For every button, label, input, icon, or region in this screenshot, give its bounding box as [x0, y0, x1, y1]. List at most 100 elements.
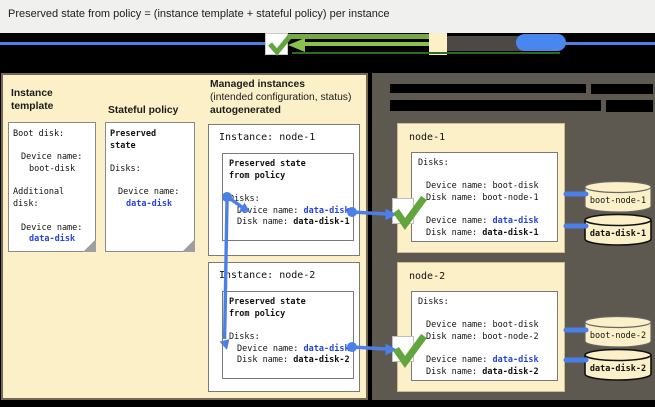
device-value: data-disk: [492, 216, 539, 227]
disk-name-line: Disk name: data-disk-1: [229, 217, 353, 229]
box-gap: [418, 309, 557, 321]
box-line: Disks:: [229, 194, 260, 205]
legend-green-arrow-icon: [288, 38, 305, 52]
doc-line: disk:: [13, 199, 39, 210]
disk-cylinder-boot-node-1: boot-node-1: [584, 180, 652, 213]
box-gap: [229, 182, 353, 194]
disk-cylinder-data-disk-1: data-disk-1: [584, 213, 652, 246]
disk-value: data-disk-1: [293, 217, 350, 228]
device-name-line: Device name: data-disk: [418, 355, 557, 367]
instance-template-doc: Boot disk: Device name: boot-disk Additi…: [8, 122, 96, 252]
header-strip: Preserved state from policy = (instance …: [0, 0, 655, 33]
device-prefix: Device name:: [426, 181, 493, 192]
doc-line: Additional: [13, 187, 65, 198]
disk-cylinder-data-disk-2: data-disk-2: [584, 348, 652, 381]
device-value: data-disk: [492, 355, 539, 366]
managed-instances-label: Managed instances: [210, 79, 305, 90]
doc-gap: [13, 176, 91, 188]
disk-value: boot-node-1: [482, 193, 539, 204]
check-icon: [268, 33, 293, 56]
legend-gray-bar: [447, 36, 523, 51]
disk-prefix: Disk name:: [426, 228, 483, 239]
managed-instances-sublabel: (intended configuration, status): [210, 92, 352, 103]
box-line: Disks:: [418, 158, 449, 168]
disk-prefix: Disk name:: [237, 355, 294, 366]
device-value: boot-disk: [492, 320, 539, 331]
page-title: Preserved state from policy = (instance …: [8, 8, 390, 20]
disk-cylinder-boot-node-2: boot-node-2: [584, 315, 652, 348]
legend-blue-line-right: [553, 42, 655, 45]
disk-value: boot-node-2: [482, 332, 539, 343]
legend-blue-pill: [516, 34, 566, 51]
status-checkbox-node-2: [392, 336, 414, 362]
bottom-strip: [0, 400, 655, 407]
managed-instance-box-node-1: Instance: node-1 Preserved state from po…: [208, 124, 360, 256]
box-line: Preserved state: [229, 159, 306, 169]
vm-disks-box: Disks: Device name: boot-disk Disk name:…: [411, 291, 558, 381]
legend-blue-line-left: [0, 42, 266, 45]
doc-line: state: [110, 140, 136, 151]
box-line: Disks:: [229, 332, 260, 343]
doc-gap: [110, 152, 190, 164]
redacted-heading-bar: [606, 100, 653, 112]
device-name-line: Device name: data-disk: [418, 216, 557, 228]
cylinder-label: boot-node-1: [590, 196, 646, 206]
device-value: data-disk: [303, 343, 350, 354]
preserved-state-box: Preserved state from policy Disks: Devic…: [222, 291, 354, 379]
disk-name-line: Disk name: boot-node-2: [418, 332, 557, 344]
redacted-heading-bar: [390, 84, 586, 93]
box-line: Disks:: [418, 297, 449, 307]
data-disk-value: data-disk: [29, 234, 76, 245]
box-line: from policy: [229, 308, 286, 319]
legend-thin-green-line: [292, 52, 560, 54]
vm-name: node-2: [409, 271, 446, 282]
doc-line: boot-disk: [29, 164, 76, 175]
device-name-line: Device name: boot-disk: [418, 320, 557, 332]
instance-title: Instance: node-2: [219, 270, 316, 281]
device-prefix: Device name:: [426, 355, 493, 366]
box-line: Preserved state: [229, 297, 306, 307]
status-checkbox-node-1: [392, 198, 414, 224]
doc-line: Boot disk:: [13, 129, 65, 139]
device-prefix: Device name:: [237, 343, 304, 354]
disk-prefix: Disk name:: [237, 217, 294, 228]
doc-line: Device name:: [21, 222, 83, 233]
doc-line: Device name:: [118, 187, 180, 198]
box-gap: [418, 205, 557, 217]
legend-checkbox: [265, 33, 293, 56]
cylinder-label: boot-node-2: [590, 331, 646, 341]
data-disk-value: data-disk: [126, 199, 173, 210]
box-line: from policy: [229, 170, 286, 181]
stateful-policy-doc: Preserved state Disks: Device name: data…: [105, 122, 195, 252]
legend-band: [0, 33, 655, 73]
device-prefix: Device name:: [237, 205, 304, 216]
instance-template-label: Instance template: [11, 88, 54, 112]
disk-name-line: Disk name: data-disk-2: [418, 367, 557, 379]
doc-line: Preserved: [110, 129, 157, 139]
redacted-heading-bar: [390, 100, 601, 111]
doc-line: Disks:: [110, 164, 141, 175]
box-gap: [418, 344, 557, 356]
autogenerated-label: autogenerated: [210, 105, 281, 116]
disk-value: data-disk-2: [482, 367, 539, 378]
legend-green-bar-2: [304, 42, 430, 46]
vm-box-node-2: node-2 Disks: Device name: boot-disk Dis…: [397, 262, 565, 392]
cylinder-label: data-disk-1: [590, 228, 646, 239]
disk-prefix: Disk name:: [426, 332, 483, 343]
disk-value: data-disk-2: [293, 355, 350, 366]
vm-box-node-1: node-1 Disks: Device name: boot-disk Dis…: [397, 123, 565, 253]
box-gap: [418, 170, 557, 182]
device-name-line: Device name: boot-disk: [418, 181, 557, 193]
device-prefix: Device name:: [426, 216, 493, 227]
managed-instance-box-node-2: Instance: node-2 Preserved state from po…: [208, 262, 360, 392]
device-name-line: Device name: data-disk: [229, 344, 353, 356]
doc-gap: [13, 141, 91, 153]
vm-name: node-1: [409, 132, 446, 143]
device-value: data-disk: [303, 205, 350, 216]
device-value: boot-disk: [492, 181, 539, 192]
device-prefix: Device name:: [426, 320, 493, 331]
device-name-line: Device name: data-disk: [229, 206, 353, 218]
doc-gap: [13, 211, 91, 223]
legend-green-bar: [288, 34, 430, 39]
